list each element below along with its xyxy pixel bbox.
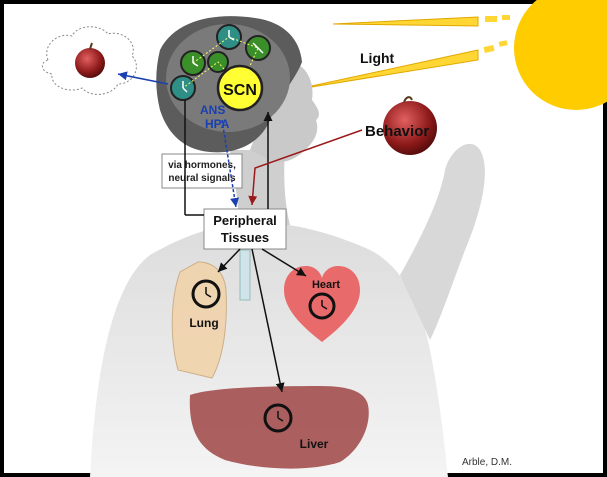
heart-label: Heart: [312, 279, 340, 291]
liver-label: Liver: [300, 437, 329, 451]
peripheral-line-1: Peripheral: [213, 213, 277, 228]
ans-label: ANS: [200, 103, 225, 117]
via-line-2: neural signals: [168, 173, 236, 184]
peripheral-tissues-box: Peripheral Tissues: [204, 209, 286, 249]
lung-label: Lung: [189, 316, 218, 330]
scn-label: SCN: [223, 82, 257, 99]
behavior-label: Behavior: [365, 123, 429, 140]
hpa-label: HPA: [205, 117, 230, 131]
credit-label: Arble, D.M.: [462, 457, 512, 468]
via-line-1: via hormones,: [168, 160, 236, 171]
light-label: Light: [360, 50, 395, 66]
peripheral-line-2: Tissues: [221, 230, 269, 245]
